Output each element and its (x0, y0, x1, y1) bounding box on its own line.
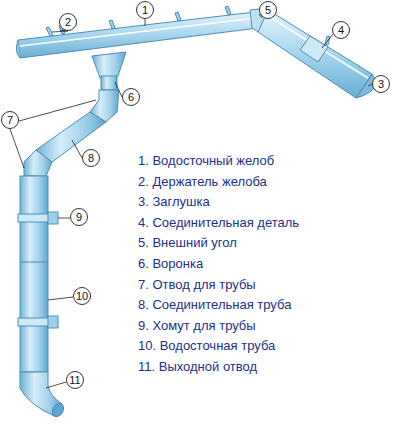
callout-number: 3 (378, 79, 384, 90)
callout-circle: 7 (1, 111, 19, 129)
callout-number: 7 (7, 115, 13, 126)
legend-item: 3. Заглушка (138, 194, 210, 210)
callout-circle: 6 (122, 88, 140, 106)
legend-item: 10. Водосточная труба (138, 338, 275, 354)
legend-item: 11. Выходной отвод (138, 359, 257, 375)
callout-circle: 9 (70, 208, 88, 226)
legend-item: 4. Соединительная деталь (138, 215, 299, 231)
legend-item: 1. Водосточный желоб (138, 153, 274, 169)
callout-circle: 10 (73, 287, 91, 305)
callout-circle: 8 (82, 149, 100, 167)
callout-number: 11 (69, 375, 80, 386)
legend-item: 6. Воронка (138, 256, 203, 272)
callout-number: 1 (142, 5, 148, 16)
legend-item: 7. Отвод для трубы (138, 277, 256, 293)
callout-circle: 1 (136, 1, 154, 19)
callout-circle: 4 (332, 21, 350, 39)
callout-circle: 11 (66, 371, 84, 389)
callout-number: 4 (338, 25, 344, 36)
callout-number: 10 (76, 291, 88, 302)
callout-number: 6 (128, 92, 134, 103)
callout-number: 8 (88, 153, 94, 164)
legend-item: 9. Хомут для трубы (138, 318, 256, 334)
legend-item: 5. Внешний угол (138, 235, 237, 251)
callout-number: 9 (76, 212, 82, 223)
callout-circle: 3 (372, 75, 390, 93)
callout-circle: 5 (259, 1, 277, 19)
callout-number: 2 (65, 17, 71, 28)
callout-number: 5 (265, 5, 271, 16)
legend-item: 8. Соединительная труба (138, 297, 291, 313)
legend-item: 2. Держатель желоба (138, 174, 267, 190)
callout-circle: 2 (59, 13, 77, 31)
